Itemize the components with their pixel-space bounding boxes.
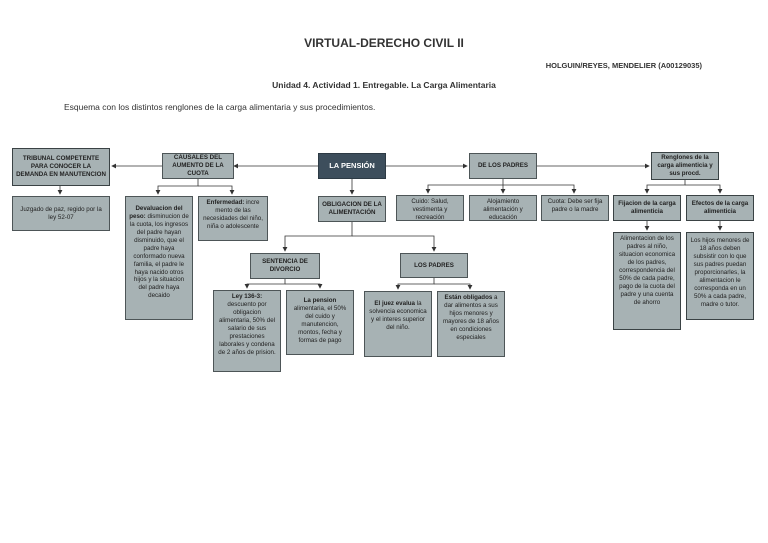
juez-text: la solvencia economica y el interes supe… [369, 300, 427, 331]
obligados-node: Están obligados a dar alimentos a sus hi… [437, 291, 505, 357]
fijacion-detail-node: Alimentacion de los padres al niño, situ… [613, 232, 681, 330]
obligacion-node: OBLIGACION DE LA ALIMENTACIÓN [318, 196, 386, 222]
ley-text: descuento por obligacion alimentaria, 50… [218, 300, 276, 356]
efectos-detail-node: Los hijos menores de 18 años deben subsi… [686, 232, 754, 320]
enfermedad-text: incre mento de las necesidades del niño,… [203, 199, 263, 230]
pension-text: alimentaria, el 50% del cuido y manutenc… [293, 304, 347, 344]
de-los-padres-node: DE LOS PADRES [469, 153, 537, 179]
obligados-label: Están obligados [444, 294, 493, 301]
tribunal-detail-node: Juzgado de paz, regido por la ley 52-07 [12, 196, 110, 231]
ley-label: Ley 136-3: [231, 293, 263, 300]
efectos-node: Efectos de la carga alimenticia [686, 195, 754, 221]
devaluacion-label: Devaluacion del peso: [129, 205, 183, 220]
enfermedad-node: Enfermedad: incre mento de las necesidad… [198, 196, 268, 241]
enfermedad-label: Enfermedad: [206, 199, 245, 206]
author-line: HOLGUIN/REYES, MENDELIER (A00129035) [545, 61, 702, 70]
renglones-node: Renglones de la carga alimenticia y sus … [651, 152, 719, 180]
devaluacion-node: Devaluacion del peso: disminucion de la … [125, 196, 193, 320]
pension-node: La pension alimentaria, el 50% del cuido… [286, 290, 354, 355]
activity-subtitle: Unidad 4. Actividad 1. Entregable. La Ca… [272, 80, 496, 90]
cuido-node: Cuido: Salud, vestimenta y recreación [396, 195, 464, 221]
cuota-node: Cuota: Debe ser fija padre o la madre [541, 195, 609, 221]
tribunal-node: TRIBUNAL COMPETENTE PARA CONOCER LA DEMA… [12, 148, 110, 186]
root-node: LA PENSIÓN [318, 153, 386, 179]
ley-136-node: Ley 136-3: descuento por obligacion alim… [213, 290, 281, 372]
los-padres-node: LOS PADRES [400, 253, 468, 278]
page-title: VIRTUAL-DERECHO CIVIL II [304, 36, 464, 50]
devaluacion-text: disminucion de la cuota, los ingresos de… [129, 212, 189, 300]
fijacion-node: Fijacion de la carga alimenticia [613, 195, 681, 221]
juez-node: El juez evalua la solvencia economica y … [364, 291, 432, 357]
obligados-text: a dar alimentos a sus hijos menores y ma… [442, 294, 500, 341]
sentencia-node: SENTENCIA DE DIVORCIO [250, 253, 320, 279]
alojamiento-node: Alojamiento alimentación y educación [469, 195, 537, 221]
pension-label: La pension [303, 297, 337, 304]
causales-node: CAUSALES DEL AUMENTO DE LA CUOTA [162, 153, 234, 179]
juez-label: El juez evalua [374, 300, 416, 307]
intro-text: Esquema con los distintos renglones de l… [64, 102, 376, 112]
